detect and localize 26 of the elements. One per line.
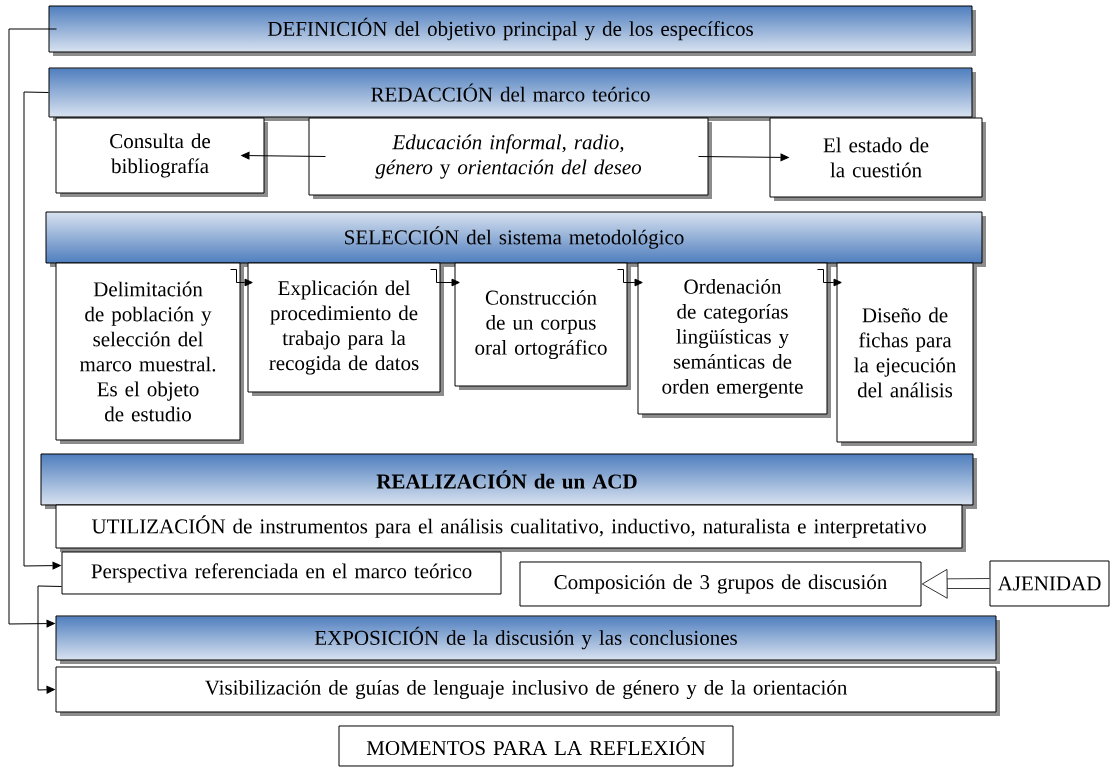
- arrow: [617, 269, 643, 287]
- arrow: [430, 269, 460, 287]
- process-box: Composición de 3 grupos de discusión: [519, 561, 922, 607]
- process-box: Diseño de fichas para la ejecución del análisis: [836, 262, 977, 446]
- process-box: El estado de la cuestión: [769, 117, 986, 201]
- caption-box: MOMENTOS PARA LA REFLEXIÓN: [338, 725, 734, 767]
- header-band: EXPOSICIÓN de la discusión y las conclusiones: [55, 615, 1000, 664]
- arrow: [817, 269, 842, 287]
- arrow: [698, 153, 789, 162]
- process-box: Construcción de un corpus oral ortográfico: [454, 262, 631, 390]
- process-box: Consulta de bibliografía: [55, 117, 268, 197]
- block-arrow: [921, 569, 990, 599]
- header-band: DEFINICIÓN del objetivo principal y de los específicos: [48, 5, 976, 56]
- arrow: [8, 28, 57, 628]
- label-box: AJENIDAD: [989, 560, 1110, 607]
- header-band: REDACCIÓN del marco teórico: [48, 67, 976, 121]
- process-box: Educación informal, radio, género y orientación del deseo: [308, 117, 712, 199]
- arrow: [37, 585, 62, 694]
- process-box: Ordenación de categorías lingüísticas y semánticas de orden emergente: [637, 262, 831, 418]
- arrow: [230, 269, 253, 287]
- arrow: [23, 91, 61, 570]
- process-box: Explicación del procedimiento de trabajo para la recogida de datos: [247, 262, 444, 396]
- process-box: Perspectiva referenciada en el marco teórico: [61, 551, 502, 595]
- arrow: [241, 151, 326, 160]
- process-box: Delimitación de población y selección del marco muestral. Es el objeto de estudio: [55, 262, 244, 444]
- process-box: Visibilización de guías de lenguaje inclusivo de género y de la orientación: [55, 666, 1000, 716]
